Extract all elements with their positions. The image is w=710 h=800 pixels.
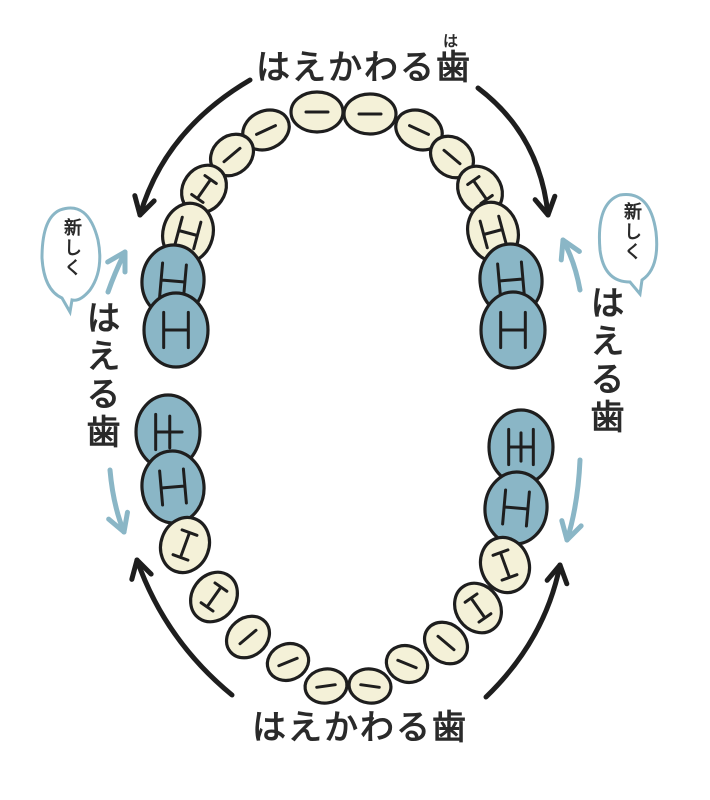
left-label: はえる歯 — [80, 300, 120, 452]
left-speech-bubble — [40, 206, 102, 317]
left-down-blue-arrow — [106, 467, 130, 535]
primary-tooth — [180, 163, 228, 215]
top-label-ruby: は — [443, 32, 459, 50]
right-up-blue-arrow — [558, 237, 583, 293]
lower-left-arrow — [129, 557, 235, 698]
right-bubble-text: 新しく — [621, 202, 642, 262]
speech-bubbles-layer — [40, 192, 659, 317]
primary-tooth — [453, 581, 503, 635]
arrows-layer — [105, 77, 584, 700]
primary-tooth — [342, 92, 398, 136]
lower-right-arrow — [483, 562, 570, 700]
primary-tooth — [189, 570, 239, 624]
primary-tooth — [478, 535, 532, 595]
primary-tooth — [303, 667, 349, 705]
teeth-layer — [134, 90, 555, 705]
upper-right-arrow — [475, 85, 558, 218]
left-up-blue-arrow — [105, 249, 128, 295]
permanent-molar — [483, 470, 549, 546]
right-down-blue-arrow — [559, 457, 584, 543]
right-label: はえる歯 — [584, 285, 624, 437]
upper-left-arrow — [132, 77, 253, 218]
primary-tooth — [422, 620, 470, 666]
primary-tooth — [224, 614, 272, 660]
primary-tooth — [289, 90, 345, 134]
primary-tooth — [241, 108, 291, 152]
left-bubble-text: 新しく — [61, 218, 82, 278]
permanent-molar — [479, 290, 547, 370]
top-label: はえかわる歯 — [256, 48, 472, 88]
bottom-label: はえかわる歯 — [252, 708, 468, 748]
primary-tooth — [347, 667, 393, 705]
permanent-molar — [142, 291, 210, 369]
primary-tooth — [158, 515, 212, 575]
right-speech-bubble — [597, 192, 659, 298]
primary-tooth — [384, 643, 430, 685]
primary-tooth — [265, 641, 311, 683]
